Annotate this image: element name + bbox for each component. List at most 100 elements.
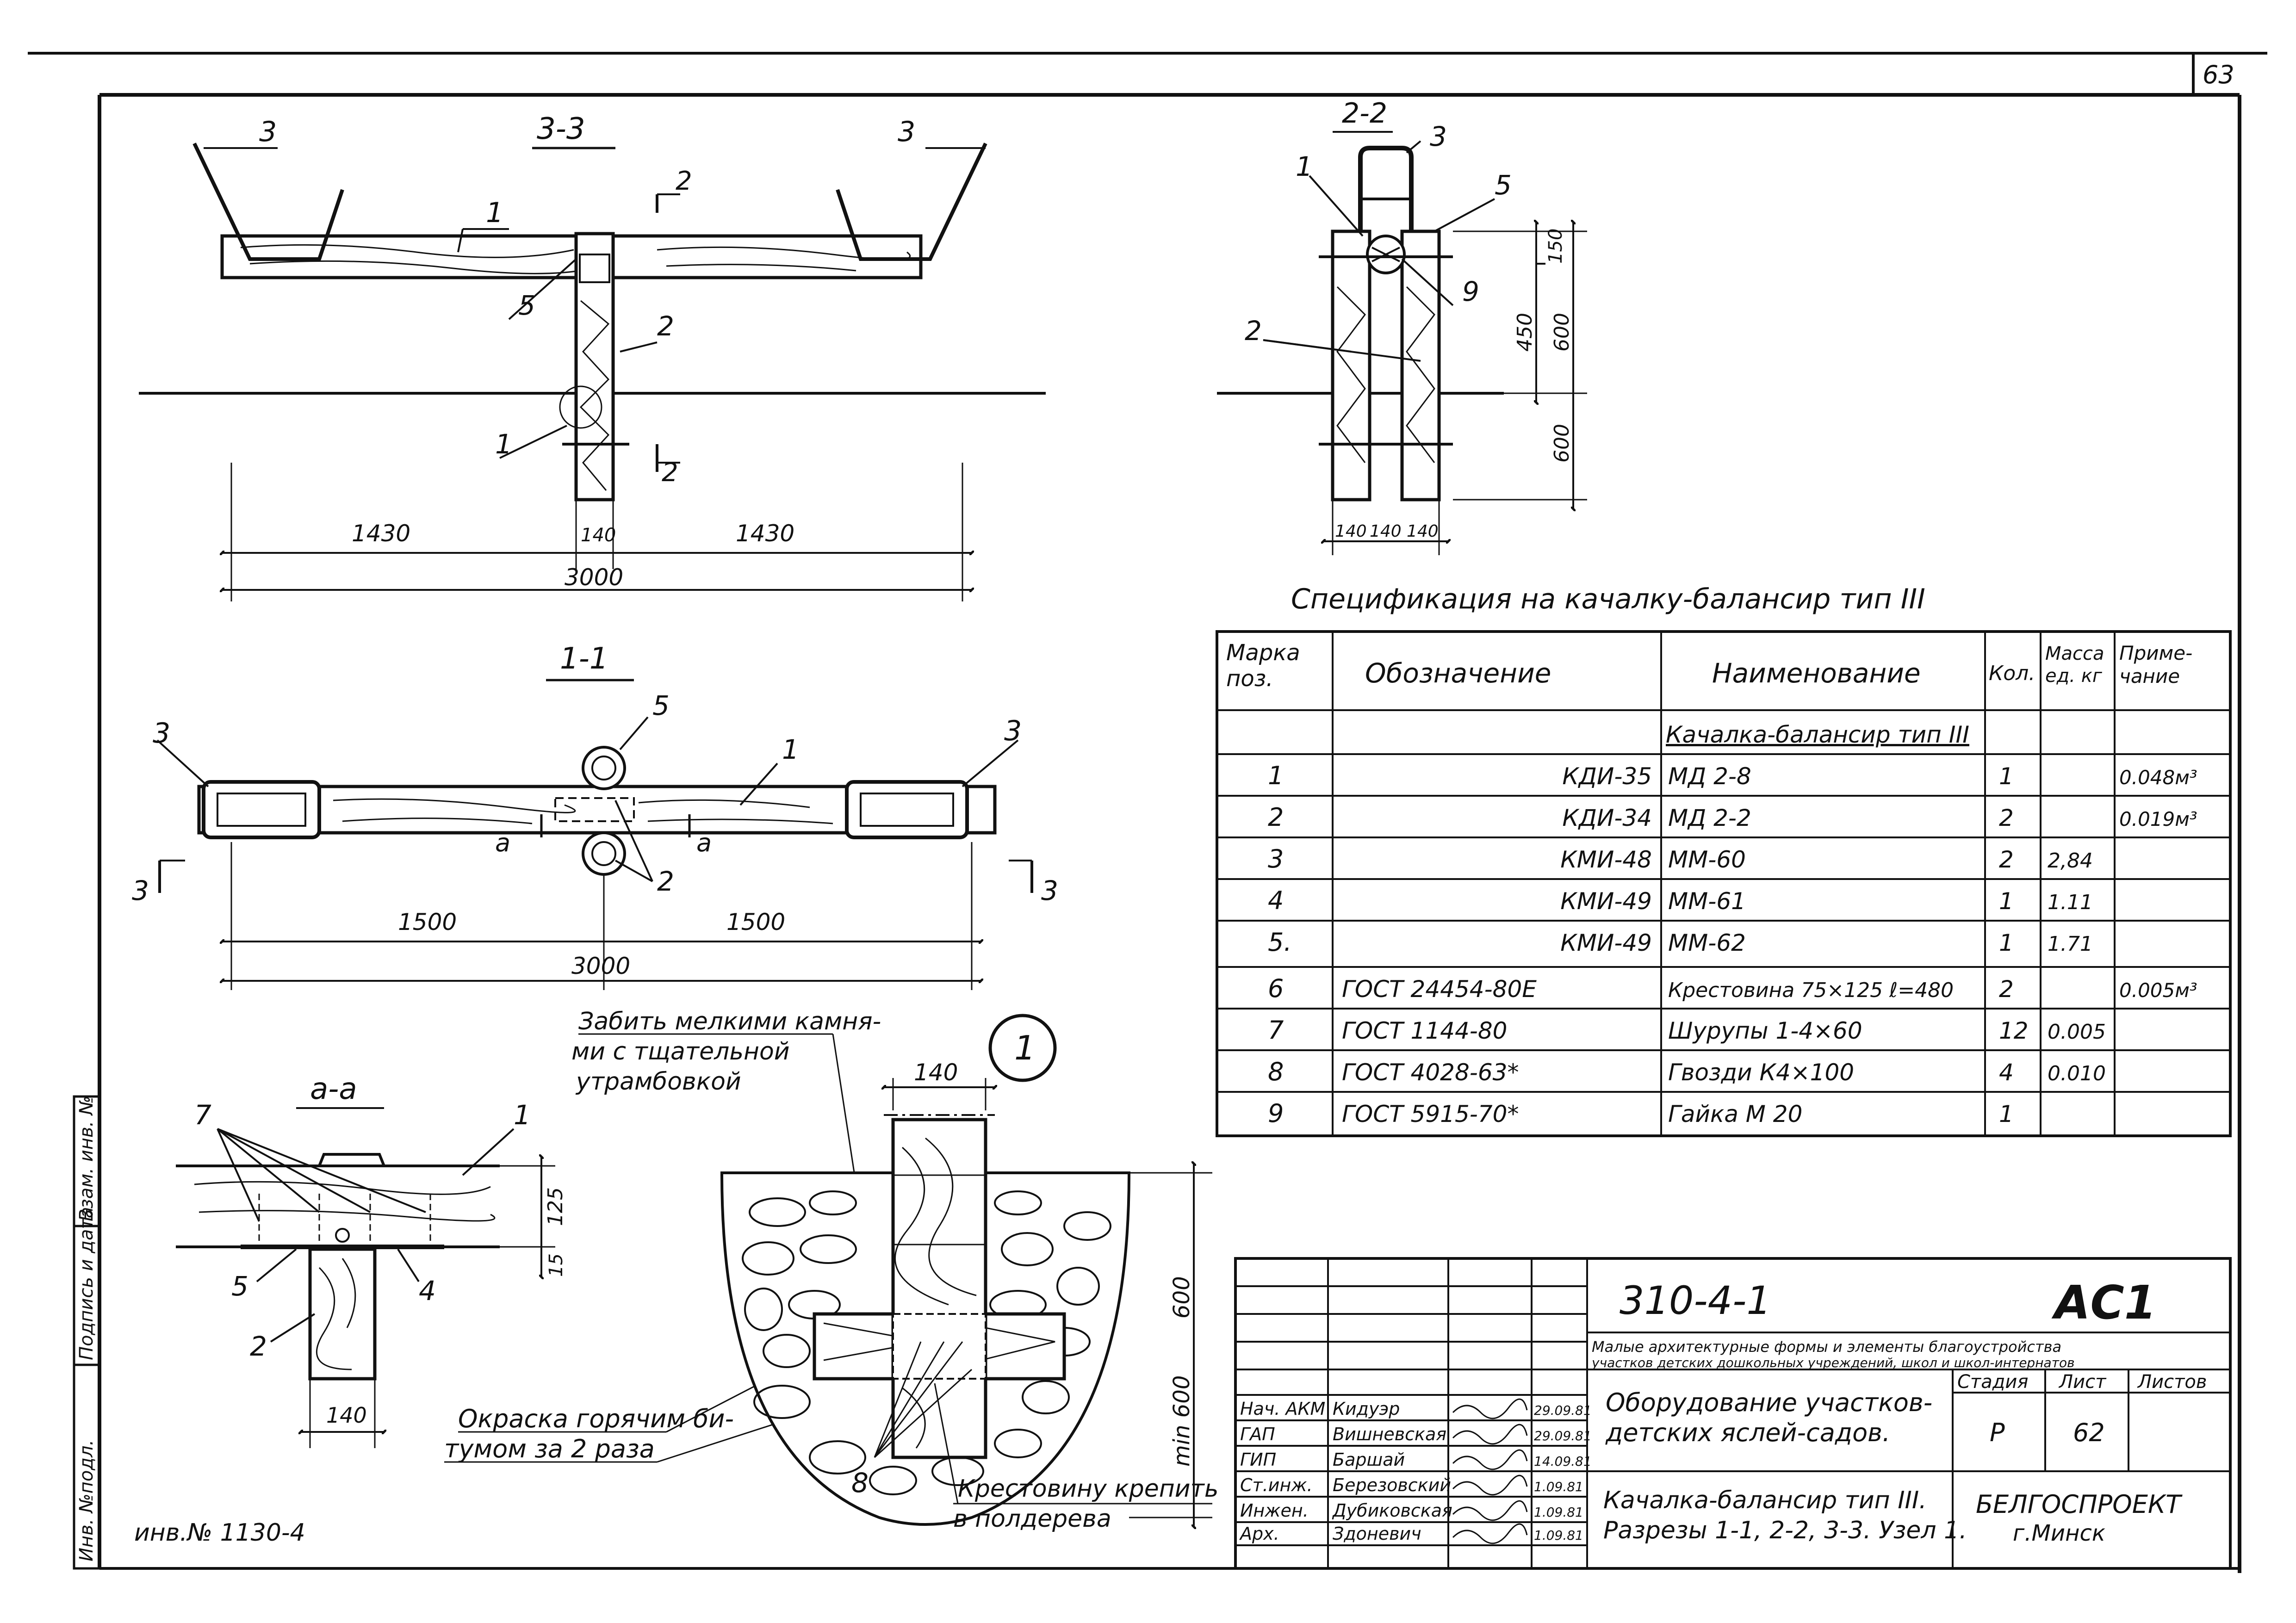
note-stones-1: Забить мелкими камня-	[578, 1008, 881, 1035]
stamp-object-1: Оборудование участков-	[1606, 1388, 1932, 1417]
header-note: Приме- чание	[2119, 642, 2193, 688]
spec-cell-mark: 1	[1268, 761, 1284, 790]
note-stones-2: ми с тщательной	[571, 1038, 790, 1065]
spec-cell-mark: 4	[1268, 886, 1284, 915]
label-1: 1	[782, 734, 799, 765]
node-1: 1 Забить мелкими камня- ми с тщательной …	[571, 1008, 1219, 1533]
dim-1430-left: 1430	[352, 520, 410, 547]
spec-cell-note: 0.019м³	[2119, 808, 2197, 830]
spec-cell-mark: 3	[1268, 844, 1284, 873]
stamp-sheet: 62	[2073, 1418, 2105, 1447]
label-9: 9	[1462, 276, 1479, 307]
stamp-stage: Р	[1990, 1418, 2005, 1447]
label-1: 1	[1296, 151, 1313, 182]
stamp-date: 14.09.81	[1534, 1454, 1592, 1469]
spec-cell-designation: КДИ-35	[1562, 763, 1652, 790]
label-cut-2-top: 2	[676, 166, 692, 196]
handle-plan-left	[202, 780, 321, 839]
section-a-a-title: а-а	[310, 1072, 357, 1106]
dim-3000: 3000	[571, 953, 630, 979]
spec-cell-qty: 12	[1999, 1017, 2029, 1044]
signature-icon	[1452, 1500, 1528, 1521]
post-right	[1400, 229, 1441, 502]
cut-3-left: 3	[132, 875, 149, 906]
spec-cell-qty: 1	[1999, 763, 2014, 790]
header-mark: Марка поз.	[1226, 640, 1300, 692]
title-block: 310-4-1 АС1 Малые архитектурные формы и …	[1234, 1257, 2232, 1570]
section-1-1: 1-1 3 3 5 1 а	[132, 642, 1058, 990]
dim-125: 125	[544, 1187, 567, 1226]
section-a-a: а-а 7 1 5 4 2 125 15 140 Окра	[176, 1072, 815, 1463]
label-3: 3	[1430, 121, 1447, 152]
section-3-3: 3-3 3 3 1	[139, 112, 1046, 601]
spec-cell-mark: 2	[1268, 803, 1284, 832]
stamp-sheet-label: Лист	[2058, 1371, 2107, 1393]
spec-cell-name: МД 2-2	[1668, 805, 1751, 831]
dim-140: 140	[914, 1059, 958, 1086]
dim-1500-right: 1500	[726, 909, 785, 935]
label-7: 7	[194, 1099, 211, 1131]
spec-cell-designation: ГОСТ 5915-70*	[1342, 1101, 1519, 1127]
dim-600-bottom: 600	[1550, 424, 1574, 463]
stamp-drawing-1: Качалка-балансир тип III.	[1603, 1487, 1927, 1514]
label-3-left: 3	[259, 116, 277, 148]
section-2-2: 2-2 3 1 5 9 2 150 450 6	[1217, 97, 1587, 555]
dim-1500-left: 1500	[398, 909, 457, 935]
stamp-object-2: детских яслей-садов.	[1605, 1418, 1890, 1447]
sheet-frame	[28, 52, 2267, 1573]
label-cut-2-bottom: 2	[662, 458, 678, 488]
dim-600-top: 600	[1550, 313, 1574, 352]
spec-cell-designation: ГОСТ 4028-63*	[1342, 1059, 1519, 1086]
handle-right	[836, 142, 987, 261]
specification: Спецификация на качалку-балансир тип III…	[1216, 583, 2232, 1137]
spec-cell-designation: ГОСТ 1144-80	[1342, 1017, 1507, 1044]
dim-15: 15	[546, 1253, 567, 1277]
inventory-number: инв.№ 1130-4	[134, 1519, 305, 1547]
side-vzam: Взам. инв. №	[76, 1096, 97, 1221]
spec-cell-qty: 1	[1999, 888, 2014, 915]
stamp-code: 310-4-1	[1620, 1278, 1771, 1323]
label-a-right: а	[696, 828, 712, 857]
section-2-2-title: 2-2	[1342, 97, 1387, 130]
stamp-name: Баршай	[1333, 1450, 1405, 1470]
spec-cell-mass: 1.71	[2048, 932, 2093, 956]
node-1-marker	[988, 1014, 1057, 1082]
dim-min-600: min 600	[1169, 1375, 1195, 1467]
spec-cell-qty: 1	[1999, 929, 2014, 956]
stamp-name: Здоневич	[1333, 1524, 1421, 1544]
stamp-sheet-code: АС1	[2051, 1276, 2156, 1330]
signature-icon	[1452, 1398, 1528, 1419]
header-qty: Кол.	[1989, 662, 2035, 685]
stamp-date: 1.09.81	[1534, 1479, 1583, 1494]
dim-3000: 3000	[565, 564, 623, 591]
dim-1430-right: 1430	[736, 520, 794, 547]
dim-140: 140	[326, 1403, 367, 1428]
spec-cell-qty: 2	[1999, 805, 2014, 831]
label-2: 2	[250, 1331, 267, 1362]
spec-cell-mass: 2,84	[2048, 849, 2093, 873]
node-1-marker-label: 1	[1014, 1028, 1036, 1067]
stamp-date: 1.09.81	[1534, 1505, 1583, 1520]
stamp-name: Березовский	[1333, 1475, 1451, 1495]
stamp-date: 29.09.81	[1534, 1428, 1592, 1443]
spec-cell-mark: 5.	[1268, 928, 1292, 957]
dim-140: 140	[581, 525, 616, 546]
spec-cell-designation: КДИ-34	[1562, 805, 1652, 831]
spec-cell-name: Гвозди К4×100	[1668, 1059, 1854, 1086]
beam	[220, 234, 923, 279]
spec-cell-mark: 7	[1268, 1016, 1284, 1045]
stamp-role: Ст.инж.	[1240, 1475, 1313, 1495]
stamp-subtitle-2: участков детских дошкольных учреждений, …	[1591, 1355, 2075, 1370]
note-cross-2: в полдерева	[953, 1505, 1111, 1533]
stamp-name: Вишневская	[1333, 1424, 1446, 1444]
